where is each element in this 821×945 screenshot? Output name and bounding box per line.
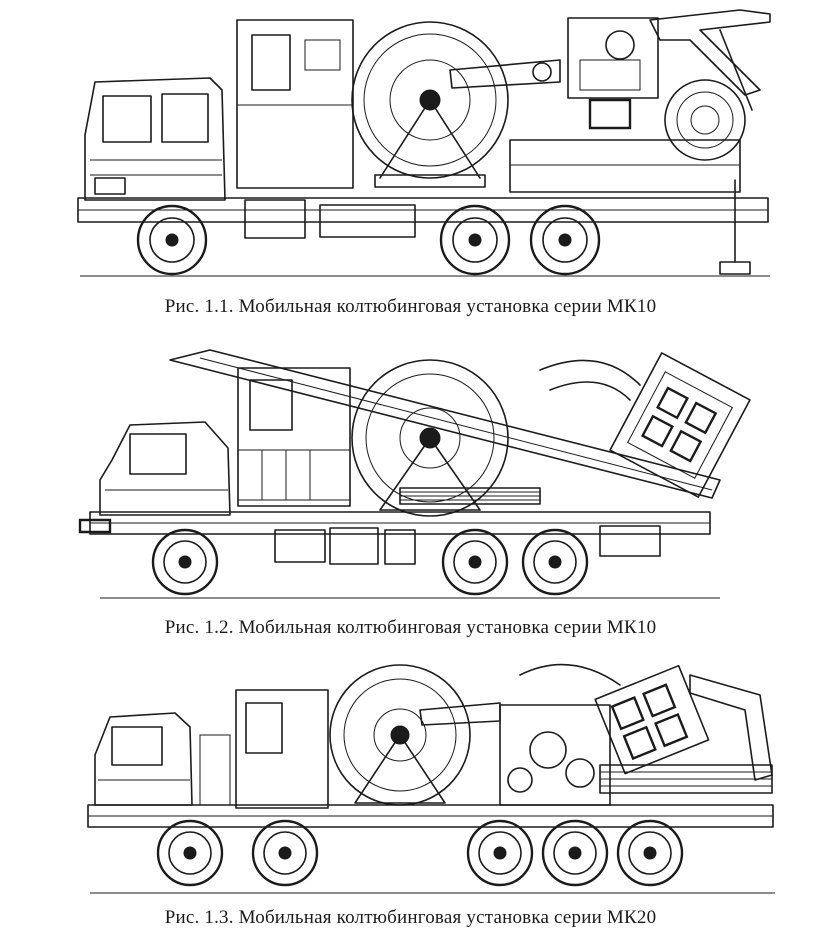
figure-caption: Рис. 1.2. Мобильная колтюбинговая устано… <box>164 617 657 638</box>
figure-caption: Рис. 1.1. Мобильная колтюбинговая устано… <box>164 296 657 317</box>
figure-1-2: Рис. 1.2. Мобильная колтюбинговая устано… <box>0 330 821 650</box>
truck-drawing-mk20 <box>0 655 821 900</box>
figure-1-3: Рис. 1.3. Мобильная колтюбинговая устано… <box>0 655 821 945</box>
figure-caption: Рис. 1.3. Мобильная колтюбинговая устано… <box>164 907 657 928</box>
truck-drawing-mk10-b <box>0 330 821 605</box>
truck-drawing-mk10-a <box>0 0 821 290</box>
figure-1-1: Рис. 1.1. Мобильная колтюбинговая устано… <box>0 0 821 330</box>
